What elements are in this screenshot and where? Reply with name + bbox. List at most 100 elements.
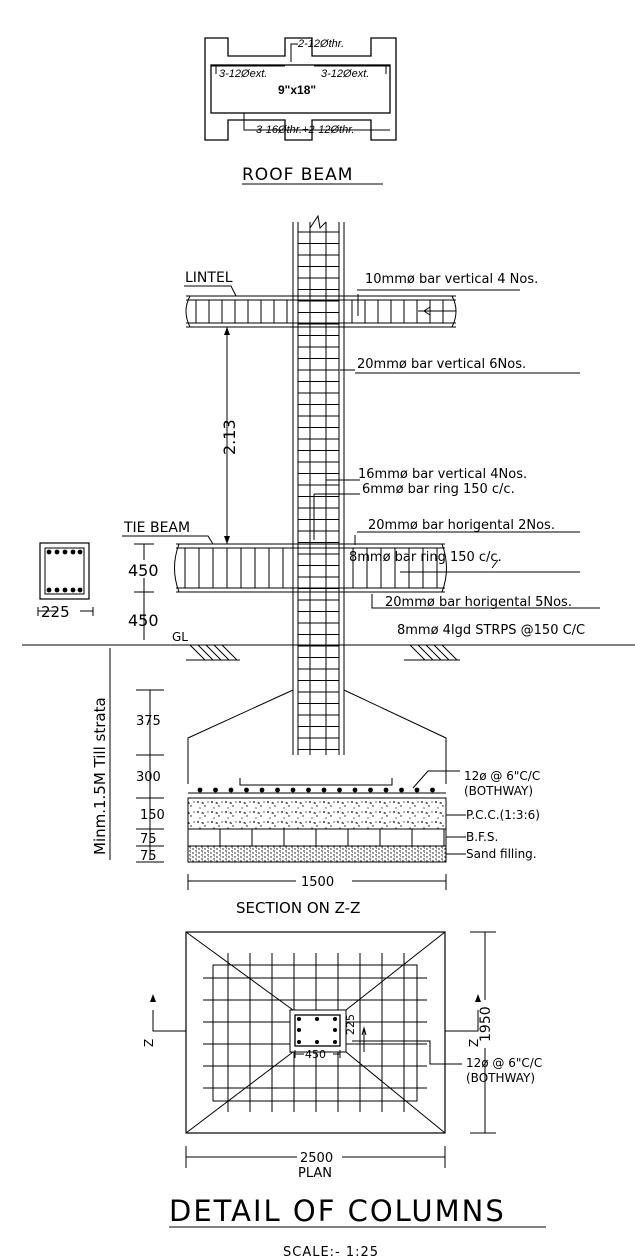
base-width-lines bbox=[187, 874, 447, 890]
note-footing-bars: 12ø @ 6"C/C bbox=[464, 769, 540, 783]
plan-note-footing-bars: 12ø @ 6"C/C bbox=[466, 1056, 542, 1070]
roof-beam-outline bbox=[204, 37, 397, 141]
note-sand: Sand filling. bbox=[466, 847, 537, 861]
lintel-break-left bbox=[185, 295, 191, 328]
roof-beam-bottom-leader bbox=[243, 113, 390, 131]
drawing-title: DETAIL OF COLUMNS bbox=[169, 1194, 506, 1228]
plan-column-width-label: 450 bbox=[305, 1048, 326, 1061]
footing-bar-dot bbox=[228, 787, 234, 793]
footing-bar-dot bbox=[399, 787, 404, 793]
depth-dim-75-a: 75 bbox=[140, 832, 157, 847]
note-pcc: P.C.C.(1:3:6) bbox=[466, 808, 540, 822]
tie-beam-section-bars bbox=[46, 549, 83, 593]
lintel-bar-arrow bbox=[418, 306, 456, 316]
leader-20mm-vertical bbox=[340, 369, 580, 374]
footing-depth-dims: 375 300 150 75 75 Minm.1.5M Till strata bbox=[91, 648, 165, 864]
tie-beam-stirrups bbox=[184, 548, 438, 588]
note-horizontal-20-bottom: 20mmø bar horigental 5Nos. bbox=[385, 595, 572, 610]
footing-bar-dot bbox=[213, 787, 218, 793]
leader-20mm-horizontal-top bbox=[354, 531, 580, 545]
note-vertical-16: 16mmø bar vertical 4Nos. bbox=[358, 467, 527, 482]
column-shaft bbox=[292, 214, 345, 755]
leader-footing-bars bbox=[412, 770, 460, 789]
plan-inner bbox=[212, 964, 418, 1102]
tie-beam-depth-label: 450 bbox=[128, 561, 159, 580]
footing-bar-dot bbox=[414, 787, 420, 793]
ground-level: GL bbox=[22, 630, 635, 661]
note-vertical-10: 10mmø bar vertical 4 Nos. bbox=[365, 272, 538, 287]
minimum-depth-note: Minm.1.5M Till strata bbox=[91, 697, 109, 855]
footing-bar-dot bbox=[383, 787, 389, 793]
roof-beam-title: ROOF BEAM bbox=[242, 165, 353, 185]
note-bfs: B.F.S. bbox=[466, 830, 498, 844]
tie-beam-width-dim bbox=[37, 607, 94, 616]
roof-beam-extra-right-label: 3-12Øext. bbox=[321, 68, 369, 80]
plan-height-dim bbox=[470, 931, 496, 1134]
tie-beam-leader bbox=[122, 535, 214, 545]
section-notes: 10mmø bar vertical 4 Nos. 20mmø bar vert… bbox=[313, 272, 600, 861]
tie-beam-section-outer bbox=[39, 542, 90, 600]
column-inner-bar-lines bbox=[309, 222, 327, 755]
tie-beam-cross-section: 225 bbox=[37, 542, 94, 621]
note-horizontal-20-top: 20mmø bar horigental 2Nos. bbox=[368, 518, 555, 533]
bfs-layer bbox=[187, 828, 447, 847]
tie-beam-section-stirrup bbox=[44, 547, 85, 595]
dim-lines-450 bbox=[134, 543, 154, 640]
column-section: LINTEL TIE BEAM 2.13 bbox=[22, 214, 635, 917]
leader-10mm bbox=[357, 289, 520, 316]
section-marker-left: Z bbox=[142, 1039, 156, 1047]
plan-bar-leader bbox=[352, 1040, 462, 1065]
roof-beam-size: 9"x18" bbox=[278, 83, 316, 97]
ground-hatch-right bbox=[404, 644, 460, 661]
roof-beam-top-bar-label: 2-12Øthr. bbox=[297, 38, 344, 50]
column-bar-lines bbox=[297, 222, 340, 755]
footing-bar-dot bbox=[306, 787, 311, 793]
base-width-label: 1500 bbox=[301, 875, 334, 890]
leader-8mm-ring bbox=[400, 559, 580, 573]
lintel-height-label: 2.13 bbox=[220, 419, 239, 455]
lintel-height-dimension: 2.13 bbox=[220, 327, 239, 544]
leader-20mm-horizontal-bottom bbox=[371, 594, 600, 609]
depth-dim-150: 150 bbox=[140, 808, 165, 823]
column-outer-lines bbox=[292, 222, 345, 755]
plan-column-bars bbox=[297, 1017, 337, 1044]
footing-bar-dot bbox=[321, 787, 327, 793]
note-ring-8: 8mmø bar ring 150 c/c. bbox=[349, 550, 502, 565]
lintel-lines bbox=[186, 295, 456, 328]
depth-dim-75-b: 75 bbox=[140, 849, 157, 864]
base-width-dim: 1500 bbox=[187, 874, 447, 890]
lintel-beam: LINTEL bbox=[184, 270, 457, 328]
plan-column-depth-label: 225 bbox=[344, 1014, 357, 1035]
tie-beam-lines bbox=[176, 543, 445, 593]
leader-16mm bbox=[313, 479, 360, 540]
depth-dim-ticks bbox=[136, 689, 164, 863]
footing-bar-dot bbox=[368, 787, 373, 793]
plan-note-bothway: (BOTHWAY) bbox=[466, 1071, 535, 1085]
roof-beam-top-leader bbox=[290, 43, 298, 62]
ground-hatch-left bbox=[186, 644, 240, 661]
tie-beam-label: TIE BEAM bbox=[123, 520, 190, 536]
plan-width-dim bbox=[185, 1146, 446, 1168]
section-marker-left-line bbox=[152, 1010, 186, 1032]
section-marker-right-line bbox=[445, 1010, 479, 1032]
footing bbox=[187, 645, 447, 863]
roof-beam-section bbox=[210, 64, 391, 114]
depth-dim-300: 300 bbox=[136, 770, 161, 785]
plan-height-label: 1950 bbox=[478, 1006, 494, 1042]
note-bothway: (BOTHWAY) bbox=[464, 784, 533, 798]
footing-bar-dots bbox=[197, 787, 435, 793]
tie-beam: TIE BEAM bbox=[122, 520, 447, 593]
lintel-label: LINTEL bbox=[185, 270, 233, 286]
plan-bar-leader-arrow bbox=[361, 1026, 367, 1052]
roof-beam-detail: 2-12Øthr. 3-12Øext. 3-12Øext. 9"x18" 3-1… bbox=[204, 37, 397, 185]
footing-bar-dot bbox=[259, 787, 265, 793]
plan-width-label: 2500 bbox=[300, 1151, 333, 1166]
plan-outer bbox=[185, 931, 446, 1134]
plinth-height-label: 450 bbox=[128, 611, 159, 630]
footing-plan: 450 225 Z Z 1950 12ø @ 6"C/C (BOTHWAY) 2… bbox=[142, 931, 542, 1181]
tie-beam-depth-dims: 450 450 bbox=[128, 543, 159, 640]
footing-top-bar bbox=[239, 778, 393, 786]
plan-diagonals bbox=[185, 931, 446, 1134]
depth-dim-375: 375 bbox=[136, 714, 161, 729]
